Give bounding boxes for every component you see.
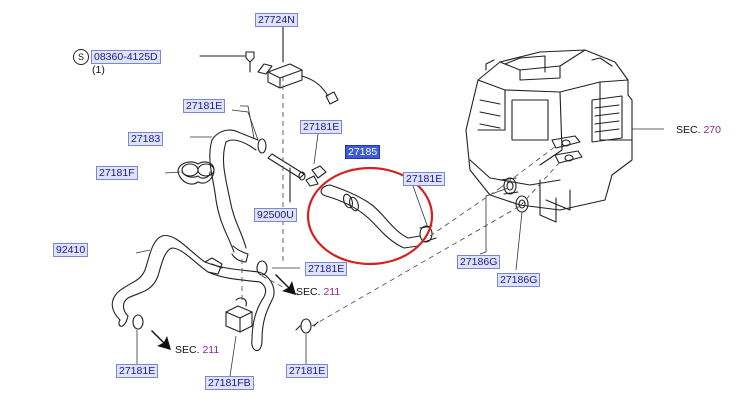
part-label-27181FB[interactable]: 27181FB xyxy=(205,376,254,390)
section-prefix: SEC. xyxy=(296,286,321,298)
part-label-27181E-upper-left[interactable]: 27181E xyxy=(183,99,226,113)
part-label-08360-4125D[interactable]: 08360-4125D xyxy=(91,50,161,64)
hose-92410-drawing xyxy=(111,235,275,352)
clip-27181FB-drawing xyxy=(225,297,253,333)
part-label-27181E-upper-mid[interactable]: 27181E xyxy=(300,120,343,134)
part-label-27186G-left[interactable]: 27186G xyxy=(457,255,501,269)
section-arrows xyxy=(151,274,296,350)
part-label-27183[interactable]: 27183 xyxy=(128,132,164,146)
grommets-drawing xyxy=(499,177,529,213)
clip-27181F-drawing xyxy=(177,161,215,185)
part-label-27185[interactable]: 27185 xyxy=(345,145,381,159)
section-number: 211 xyxy=(323,286,341,298)
hose-27183-drawing xyxy=(209,129,267,263)
part-label-27181E-mid[interactable]: 27181E xyxy=(305,262,348,276)
pipe-92500U-drawing xyxy=(267,153,306,203)
leader-lines xyxy=(135,105,664,377)
part-label-92500U[interactable]: 92500U xyxy=(254,208,297,222)
alignment-lines xyxy=(241,76,561,327)
section-prefix: SEC. xyxy=(676,124,701,136)
harness-drawing xyxy=(199,25,339,105)
screw-symbol-icon: S xyxy=(73,49,89,65)
section-prefix: SEC. xyxy=(175,344,200,356)
section-number: 270 xyxy=(703,124,721,136)
hose-27185-drawing xyxy=(305,165,421,249)
highlight-circle xyxy=(306,166,434,266)
part-label-27181E-lower-right[interactable]: 27181E xyxy=(286,364,329,378)
lower-clamps-drawing xyxy=(132,260,319,334)
section-ref-211-lower[interactable]: SEC. 211 xyxy=(175,344,219,356)
quantity-note: (1) xyxy=(92,64,105,76)
heater-unit-drawing xyxy=(465,49,633,223)
part-label-27181F[interactable]: 27181F xyxy=(96,166,138,180)
section-ref-270[interactable]: SEC. 270 xyxy=(676,124,721,136)
part-label-92410[interactable]: 92410 xyxy=(53,243,89,257)
part-label-27186G-right[interactable]: 27186G xyxy=(497,273,541,287)
section-number: 211 xyxy=(202,344,220,356)
part-label-27724N[interactable]: 27724N xyxy=(255,13,298,27)
part-label-27181E-lower-left[interactable]: 27181E xyxy=(116,364,159,378)
section-ref-211-upper[interactable]: SEC. 211 xyxy=(296,286,340,298)
part-label-27181E-right[interactable]: 27181E xyxy=(403,172,446,186)
